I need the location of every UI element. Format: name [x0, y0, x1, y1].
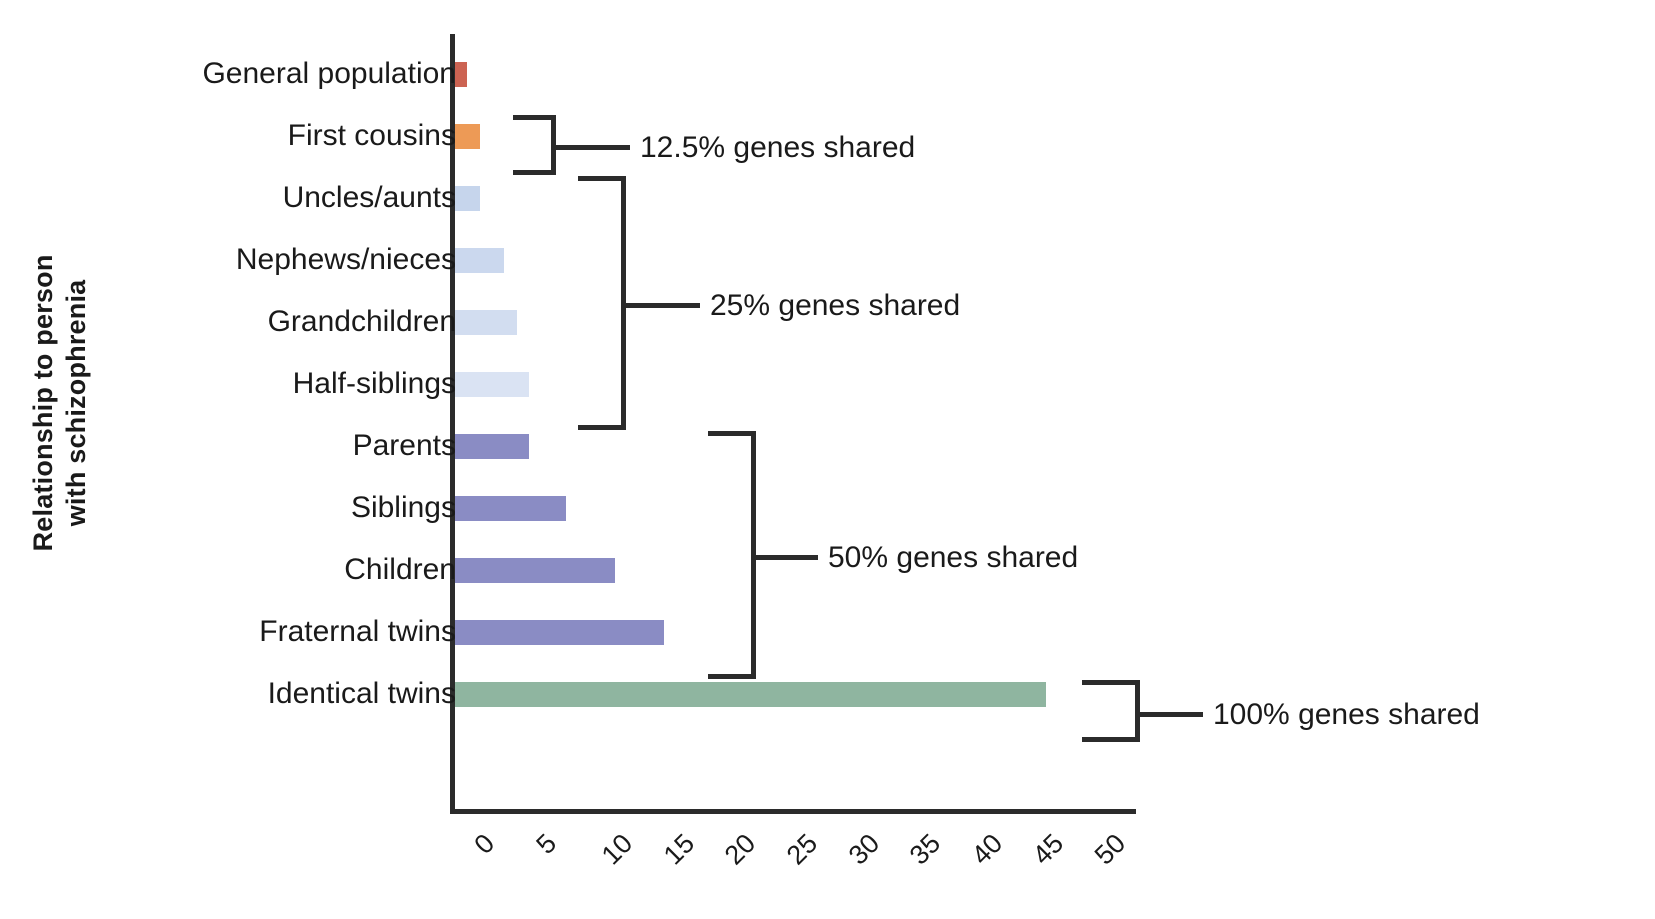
bracket-arm-bottom: [578, 425, 626, 430]
x-axis-line: [450, 809, 1136, 814]
x-tick-label-0: 0: [468, 828, 501, 860]
x-tick-label-15: 15: [657, 828, 701, 871]
bar-row: First cousins: [0, 105, 1655, 167]
bar-half-siblings: [455, 372, 529, 397]
category-label-general-population: General population: [202, 57, 456, 90]
x-tick-label-35: 35: [903, 828, 947, 871]
bar-children: [455, 558, 616, 583]
annotation-label-0: 12.5% genes shared: [640, 130, 916, 164]
category-label-fraternal-twins: Fraternal twins: [259, 615, 456, 648]
bar-row: Parents: [0, 415, 1655, 477]
annotation-label-2: 50% genes shared: [828, 540, 1079, 574]
bar-first-cousins: [455, 124, 480, 149]
bracket-spine: [1135, 680, 1140, 742]
bracket-stem: [621, 303, 700, 308]
category-label-half-siblings: Half-siblings: [292, 367, 456, 400]
bracket-arm-top: [513, 115, 556, 120]
bracket-stem: [751, 555, 818, 560]
bar-fraternal-twins: [455, 620, 665, 645]
category-label-children: Children: [344, 553, 456, 586]
x-tick-label-10: 10: [595, 828, 639, 871]
x-tick-label-20: 20: [719, 828, 762, 871]
bar-row: Fraternal twins: [0, 601, 1655, 663]
annotation-label-3: 100% genes shared: [1213, 697, 1480, 731]
category-label-first-cousins: First cousins: [287, 119, 456, 152]
bar-row: General population: [0, 43, 1655, 105]
bar-nephews-nieces: [455, 248, 505, 273]
bar-uncles-aunts: [455, 186, 480, 211]
x-tick-label-50: 50: [1088, 828, 1132, 871]
bar-row: Children: [0, 539, 1655, 601]
bracket-arm-top: [1082, 680, 1140, 685]
x-tick-label-40: 40: [965, 828, 1009, 871]
bar-identical-twins: [455, 682, 1047, 707]
x-tick-label-25: 25: [780, 828, 824, 871]
bracket-arm-bottom: [708, 674, 756, 679]
x-tick-label-45: 45: [1027, 828, 1070, 871]
bracket-arm-bottom: [1082, 737, 1140, 742]
category-label-uncles-aunts: Uncles/aunts: [282, 181, 456, 214]
category-label-parents: Parents: [352, 429, 456, 462]
bar-row: Identical twins: [0, 663, 1655, 725]
bar-general-population: [455, 62, 468, 87]
bar-row: Uncles/aunts: [0, 167, 1655, 229]
annotation-label-1: 25% genes shared: [710, 288, 961, 322]
bar-grandchildren: [455, 310, 517, 335]
y-axis-line: [450, 34, 455, 813]
bracket-arm-top: [708, 431, 756, 436]
bracket-arm-bottom: [513, 170, 556, 175]
bar-row: Siblings: [0, 477, 1655, 539]
category-label-identical-twins: Identical twins: [267, 677, 456, 710]
bracket-arm-top: [578, 176, 626, 181]
category-label-siblings: Siblings: [350, 491, 456, 524]
bar-row: Nephews/nieces: [0, 229, 1655, 291]
x-tick-label-5: 5: [529, 828, 562, 860]
bar-siblings: [455, 496, 566, 521]
bar-parents: [455, 434, 529, 459]
bracket-stem: [551, 145, 630, 150]
category-label-nephews-nieces: Nephews/nieces: [235, 243, 456, 276]
category-label-grandchildren: Grandchildren: [267, 305, 456, 338]
bar-row: Half-siblings: [0, 353, 1655, 415]
bar-row: Grandchildren: [0, 291, 1655, 353]
bracket-stem: [1135, 712, 1203, 717]
x-tick-label-30: 30: [842, 828, 885, 871]
